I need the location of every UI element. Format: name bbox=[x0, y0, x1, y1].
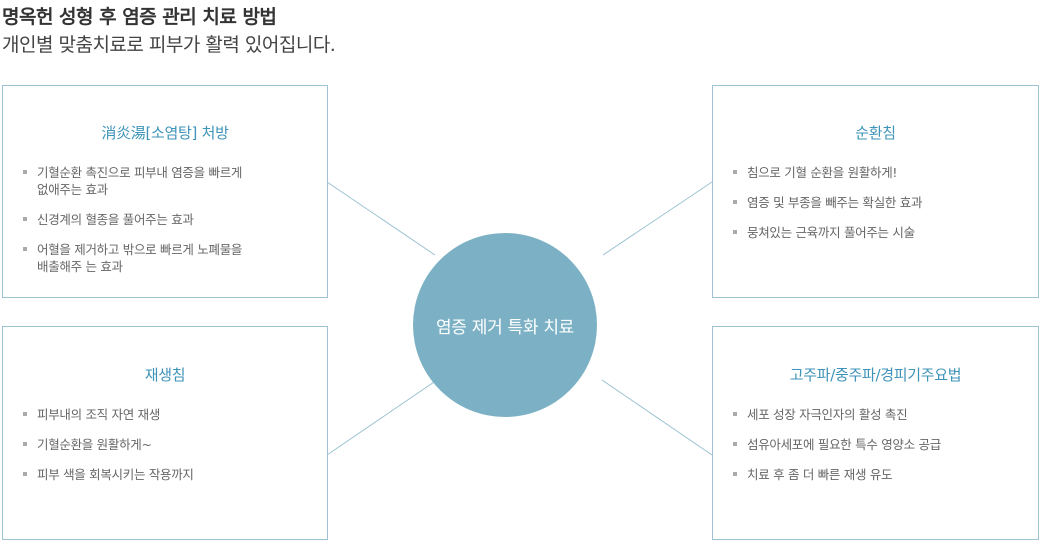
box-title: 재생침 bbox=[144, 366, 186, 384]
bullet-icon bbox=[733, 442, 737, 446]
list-item-line: 피부 색을 회복시키는 작용까지 bbox=[37, 467, 194, 482]
list-item: 신경계의 혈종을 풀어주는 효과 bbox=[23, 211, 242, 228]
list-item: 뭉쳐있는 근육까지 풀어주는 시술 bbox=[733, 224, 922, 241]
list-item: 기혈순환을 원활하게~ bbox=[23, 436, 194, 453]
list-item-line: 뭉쳐있는 근육까지 풀어주는 시술 bbox=[747, 225, 915, 240]
bullet-icon bbox=[23, 247, 27, 251]
bullet-icon bbox=[23, 472, 27, 476]
center-circle: 염증 제거 특화 치료 bbox=[413, 233, 597, 417]
box-list: 침으로 기혈 순환을 원활하게! 염증 및 부종을 빼주는 확실한 효과 뭉쳐있… bbox=[733, 164, 922, 254]
list-item-line: 피부내의 조직 자연 재생 bbox=[37, 407, 161, 422]
treatment-box-jaesaengchim: 재생침 피부내의 조직 자연 재생 기혈순환을 원활하게~ 피부 색을 회복시키… bbox=[2, 326, 328, 540]
list-item: 세포 성장 자극인자의 활성 촉진 bbox=[733, 406, 941, 423]
connector-bottom-left bbox=[326, 379, 438, 456]
box-title: 消炎湯[소염탕] 처방 bbox=[101, 124, 229, 142]
bullet-icon bbox=[733, 472, 737, 476]
box-list: 피부내의 조직 자연 재생 기혈순환을 원활하게~ 피부 색을 회복시키는 작용… bbox=[23, 406, 194, 496]
bullet-icon bbox=[23, 170, 27, 174]
bullet-icon bbox=[733, 412, 737, 416]
list-item: 염증 및 부종을 빼주는 확실한 효과 bbox=[733, 194, 922, 211]
list-item-line: 침으로 기혈 순환을 원활하게! bbox=[747, 165, 898, 180]
box-title: 고주파/중주파/경피기주요법 bbox=[789, 366, 962, 384]
bullet-icon bbox=[23, 217, 27, 221]
list-item-line: 기혈순환을 원활하게~ bbox=[37, 437, 152, 452]
list-item: 치료 후 좀 더 빠른 재생 유도 bbox=[733, 466, 941, 483]
bullet-icon bbox=[733, 230, 737, 234]
list-item-line: 세포 성장 자극인자의 활성 촉진 bbox=[747, 407, 908, 422]
treatment-box-sunhwanchim: 순환침 침으로 기혈 순환을 원활하게! 염증 및 부종을 빼주는 확실한 효과… bbox=[712, 85, 1039, 298]
list-item: 침으로 기혈 순환을 원활하게! bbox=[733, 164, 922, 181]
treatment-box-gojupa: 고주파/중주파/경피기주요법 세포 성장 자극인자의 활성 촉진 섬유아세포에 … bbox=[712, 326, 1039, 540]
bullet-icon bbox=[23, 442, 27, 446]
box-title: 순환침 bbox=[855, 124, 896, 142]
list-item-line: 어혈을 제거하고 밖으로 빠르게 노폐물을 bbox=[37, 242, 243, 257]
page-subtitle: 개인별 맞춤치료로 피부가 활력 있어집니다. bbox=[2, 34, 336, 56]
bullet-icon bbox=[23, 412, 27, 416]
connector-top-left bbox=[326, 181, 436, 256]
list-item-line: 신경계의 혈종을 풀어주는 효과 bbox=[37, 212, 194, 227]
list-item-line: 없애주는 효과 bbox=[37, 182, 108, 197]
list-item: 피부내의 조직 자연 재생 bbox=[23, 406, 194, 423]
list-item-line: 섬유아세포에 필요한 특수 영양소 공급 bbox=[747, 437, 941, 452]
page-title: 명옥헌 성형 후 염증 관리 치료 방법 bbox=[2, 6, 277, 28]
list-item-line: 염증 및 부종을 빼주는 확실한 효과 bbox=[747, 195, 923, 210]
bullet-icon bbox=[733, 200, 737, 204]
box-list: 세포 성장 자극인자의 활성 촉진 섬유아세포에 필요한 특수 영양소 공급 치… bbox=[733, 406, 941, 496]
list-item: 섬유아세포에 필요한 특수 영양소 공급 bbox=[733, 436, 941, 453]
list-item: 피부 색을 회복시키는 작용까지 bbox=[23, 466, 194, 483]
connector-bottom-right bbox=[601, 379, 713, 456]
list-item-line: 치료 후 좀 더 빠른 재생 유도 bbox=[747, 467, 893, 482]
list-item-line: 배출해주 는 효과 bbox=[37, 259, 123, 274]
bullet-icon bbox=[733, 170, 737, 174]
list-item-line: 기혈순환 촉진으로 피부내 염증을 빠르게 bbox=[37, 165, 243, 180]
center-label: 염증 제거 특화 치료 bbox=[435, 317, 575, 338]
connector-top-right bbox=[602, 181, 713, 256]
